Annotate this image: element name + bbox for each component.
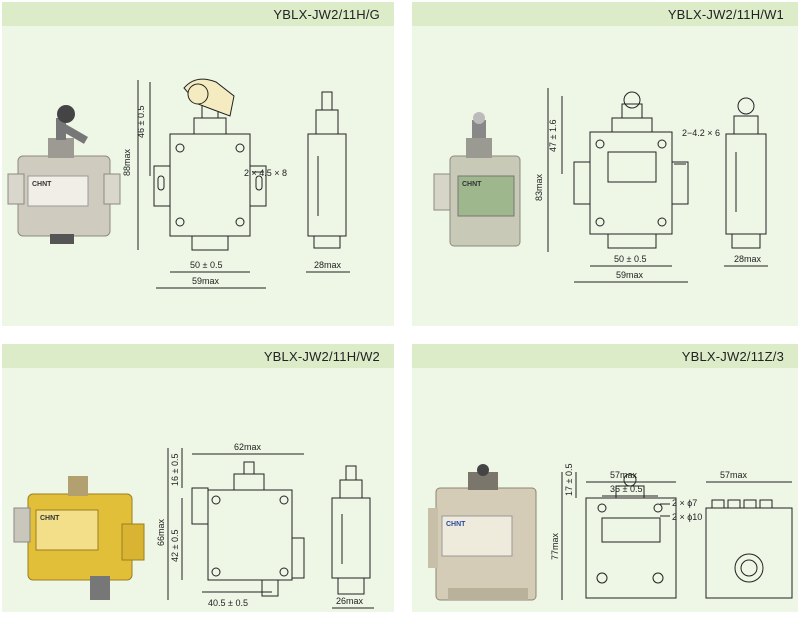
panel-body: CHNT	[2, 26, 394, 326]
photo-brand-label: CHNT	[446, 521, 466, 528]
dim-height-total: 77max	[550, 532, 560, 560]
dim-height-total: 83max	[534, 173, 544, 201]
dim-top: 16 ± 0.5	[170, 454, 180, 486]
dim-depth: 26max	[336, 596, 364, 606]
dim-holes: 2−4.2 × 6	[682, 128, 720, 138]
drawing-yblx-jw2-11h-g: CHNT	[7, 78, 350, 289]
panel-yblx-jw2-11h-w2: YBLX-JW2/11H/W2 CHNT	[2, 344, 394, 612]
dim-hole-large: 2 × ϕ10	[672, 512, 702, 522]
side-view-drawing	[331, 465, 371, 595]
dim-pitch: 50 ± 0.5	[190, 260, 222, 270]
panel-body: CHNT 17 ± 0.5 77max 57max 36 ± 0.5	[412, 368, 798, 612]
front-view-drawing	[547, 88, 768, 283]
drawing-yblx-jw2-11z-3: CHNT 17 ± 0.5 77max 57max 36 ± 0.5	[428, 464, 793, 601]
dim-height-upper: 47 ± 1.6	[548, 120, 558, 152]
product-photo: CHNT	[7, 105, 121, 244]
photo-brand-label: CHNT	[462, 181, 482, 188]
front-view-drawing	[137, 78, 350, 289]
dim-pitch: 36 ± 0.5	[610, 484, 642, 494]
dim-height-total: 66max	[156, 518, 166, 546]
dim-width-top: 57max	[610, 470, 638, 480]
product-photo: CHNT	[13, 476, 145, 600]
panel-title: YBLX-JW2/11H/W1	[667, 7, 784, 22]
dim-pitch: 50 ± 0.5	[614, 254, 646, 264]
front-view-drawing	[561, 472, 677, 600]
dim-width-top: 62max	[234, 442, 262, 452]
dim-hole-small: 2 × ϕ7	[672, 498, 697, 508]
product-photo: CHNT	[428, 464, 537, 601]
photo-brand-label: CHNT	[40, 515, 60, 522]
drawing-yblx-jw2-11h-w1: CHNT 83max 47 ± 1.6	[433, 88, 768, 283]
side-view-drawing	[307, 91, 347, 249]
dim-pitch: 40.5 ± 0.5	[208, 598, 248, 608]
panel-header: YBLX-JW2/11H/W1	[412, 2, 798, 26]
product-photo: CHNT	[433, 112, 521, 247]
dim-depth: 28max	[734, 254, 762, 264]
dim-height-mid: 42 ± 0.5	[170, 530, 180, 562]
dim-holes: 2 × 4.5 × 8	[244, 168, 287, 178]
dim-width: 59max	[192, 276, 220, 286]
panel-yblx-jw2-11h-g: YBLX-JW2/11H/G CHNT	[2, 2, 394, 326]
dim-width: 59max	[616, 270, 644, 280]
panel-yblx-jw2-11z-3: YBLX-JW2/11Z/3 CHNT	[412, 344, 798, 612]
side-view-drawing	[705, 481, 793, 599]
panel-title: YBLX-JW2/11H/G	[273, 7, 380, 22]
panel-body: CHNT 83max 47 ± 1.6	[412, 26, 798, 326]
dim-height-upper: 46 ± 0.5	[136, 106, 146, 138]
dim-top: 17 ± 0.5	[564, 464, 574, 496]
panel-title: YBLX-JW2/11Z/3	[681, 349, 784, 364]
front-view-drawing	[167, 448, 374, 609]
panel-body: CHNT 16 ± 0.5 62max 66max 42	[2, 368, 394, 612]
drawing-yblx-jw2-11h-w2: CHNT 16 ± 0.5 62max 66max 42	[13, 442, 374, 609]
photo-brand-label: CHNT	[32, 181, 52, 188]
dim-height-total: 88max	[122, 148, 132, 176]
dim-width-side: 57max	[720, 470, 748, 480]
panel-title: YBLX-JW2/11H/W2	[263, 349, 380, 364]
side-view-drawing	[725, 97, 767, 249]
panel-header: YBLX-JW2/11H/G	[2, 2, 394, 26]
panel-yblx-jw2-11h-w1: YBLX-JW2/11H/W1 CHNT	[412, 2, 798, 326]
panel-header: YBLX-JW2/11H/W2	[2, 344, 394, 368]
panel-header: YBLX-JW2/11Z/3	[412, 344, 798, 368]
dim-depth: 28max	[314, 260, 342, 270]
